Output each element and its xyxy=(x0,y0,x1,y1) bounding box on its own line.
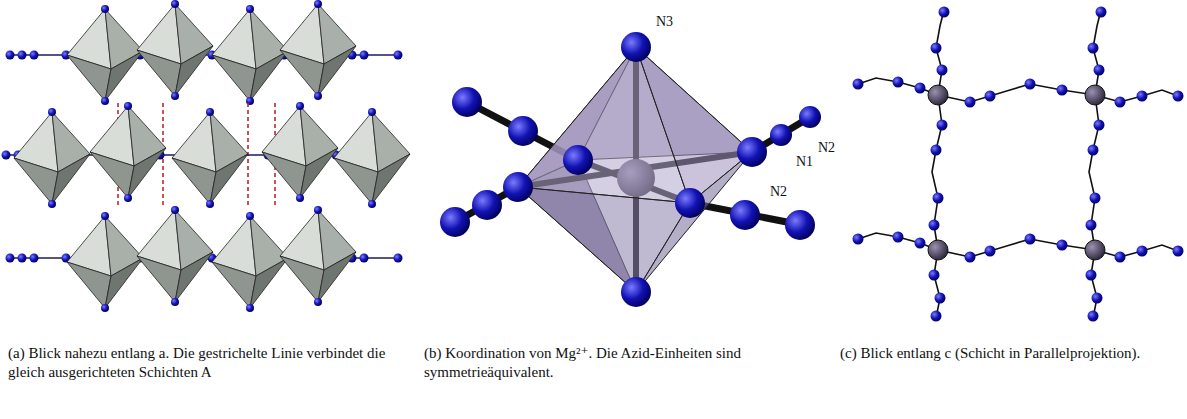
octahedron xyxy=(334,108,410,208)
nitrogen-atom xyxy=(440,207,470,237)
panel-caption: (c) Blick entlang c (Schicht in Parallel… xyxy=(840,344,1180,363)
octahedron xyxy=(172,108,248,208)
octahedron xyxy=(280,0,356,100)
nitrogen-atom xyxy=(621,32,651,62)
nitrogen-atom xyxy=(472,190,502,220)
nitrogen-atom xyxy=(737,137,767,167)
nitrogen-atom xyxy=(730,200,760,230)
octahedron xyxy=(14,108,90,208)
octahedron xyxy=(518,47,752,292)
nitrogen-atom xyxy=(853,7,1184,322)
nitrogen-atom xyxy=(563,145,593,175)
atom-label: N2 xyxy=(770,184,787,200)
nitrogen-atom xyxy=(503,172,533,202)
nitrogen-atom xyxy=(621,277,651,307)
mg-coordination xyxy=(440,32,821,307)
octahedron xyxy=(90,102,166,202)
octahedron xyxy=(137,0,213,100)
azide-bond xyxy=(858,10,1178,318)
layer-projection xyxy=(853,7,1184,322)
layer-structure xyxy=(2,0,411,312)
octahedron xyxy=(137,206,213,306)
octahedron xyxy=(212,212,288,312)
atom-label: N3 xyxy=(656,14,673,30)
atom-label: N1 xyxy=(796,154,813,170)
nitrogen-atom xyxy=(675,188,705,218)
nitrogen-atom xyxy=(785,210,815,240)
octahedron xyxy=(280,206,356,306)
mg-atom xyxy=(928,85,1105,260)
panel-caption: (a) Blick nahezu entlang a. Die gestrich… xyxy=(8,344,400,382)
octahedron xyxy=(262,102,338,202)
octahedron xyxy=(212,5,288,105)
octahedron xyxy=(67,5,143,105)
nitrogen-atom xyxy=(452,87,482,117)
atom-label: N2 xyxy=(818,140,835,156)
nitrogen-atom xyxy=(508,116,538,146)
nitrogen-atom xyxy=(770,124,792,146)
panel-caption: (b) Koordination von Mg²⁺. Die Azid-Einh… xyxy=(424,344,820,382)
octahedron xyxy=(67,212,143,312)
nitrogen-atom xyxy=(799,106,821,128)
